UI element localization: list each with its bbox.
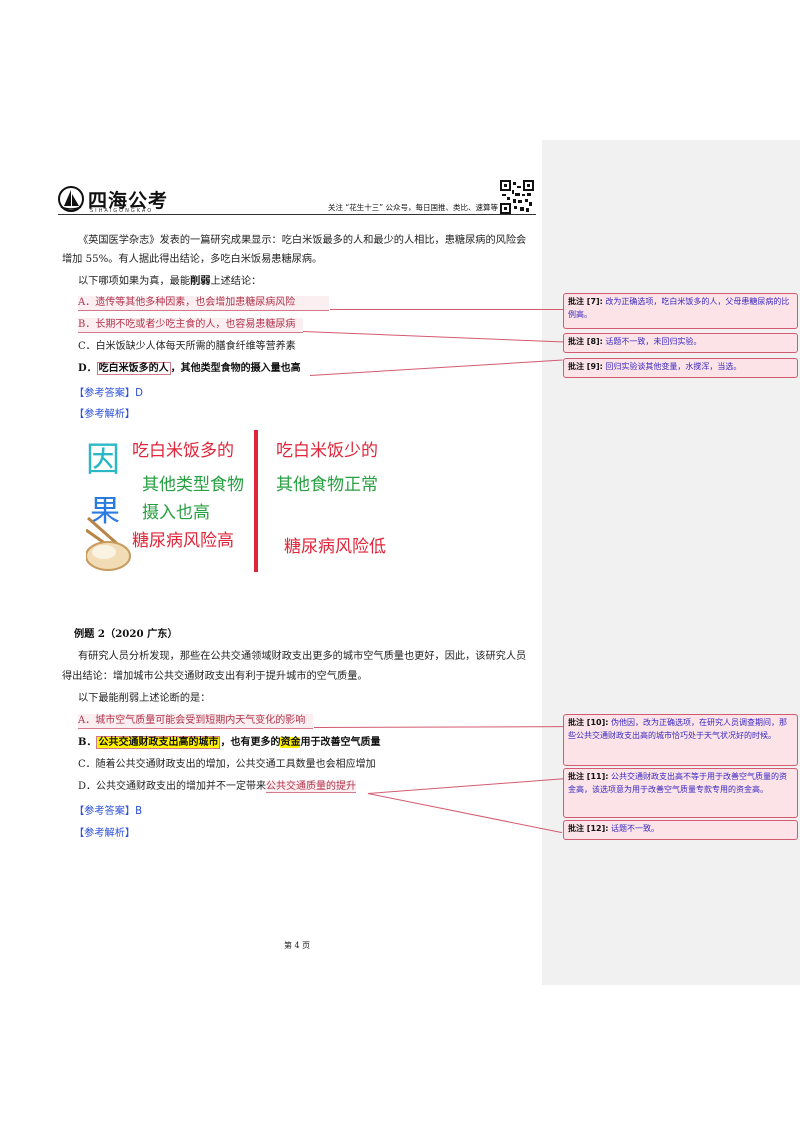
q2-stem-line1: 有研究人员分析发现，那些在公共交通领域财政支出更多的城市空气质量也更好，因此，该… <box>78 651 527 662</box>
q2-option-b[interactable]: B．公共交通财政支出高的城市，也有更多的资金用于改善空气质量 <box>78 736 380 750</box>
q1-option-d[interactable]: D．吃白米饭多的人，其他类型食物的摄入量也高 <box>78 362 301 376</box>
q2-option-b-highlight1: 公共交通财政支出高的城市 <box>96 736 221 749</box>
q1-stem-line1: 《英国医学杂志》发表的一篇研究成果显示：吃白米饭最多的人和最少的人相比，患糖尿病… <box>78 235 527 246</box>
logo-subtitle: SIHAIGONGKAO <box>90 208 154 214</box>
q2-option-b-label: B． <box>78 737 97 748</box>
comment-7[interactable]: 批注 [7]: 改为正确选项，吃白米饭多的人，父母患糖尿病的比例高。 <box>563 293 798 329</box>
q1-option-b[interactable]: B．长期不吃或者少吃主食的人，也容易患糖尿病 <box>78 318 303 333</box>
q2-option-d[interactable]: D．公共交通财政支出的增加并不一定带来公共交通质量的提升 <box>78 780 357 794</box>
q2-analysis-heading: 【参考解析】 <box>74 828 136 839</box>
q2-option-b-rest: 用于改善空气质量 <box>300 737 381 748</box>
logo: 四海公考 SIHAIGONGKAO <box>58 186 188 214</box>
comment-12[interactable]: 批注 [12]: 话题不一致。 <box>563 820 798 840</box>
qr-code-icon <box>500 180 534 214</box>
header-slogan: 关注 “花生十三” 公众号，每日国推、类比、速算等 <box>328 203 499 212</box>
comment-12-text: 话题不一致。 <box>610 824 659 833</box>
comment-9[interactable]: 批注 [9]: 回归实验谈其他变量，水搅浑，当选。 <box>563 358 798 378</box>
q1-option-d-rest: ，其他类型食物的摄入量也高 <box>170 363 301 374</box>
figure-right-line3: 糖尿病风险低 <box>284 537 386 557</box>
comment-9-label: 批注 [9]: <box>568 362 603 371</box>
analysis-figure: 因 果 吃白米饭多的 其他类型食物 摄入也高 糖尿病风险高 吃白米饭少的 其他食… <box>86 428 416 576</box>
q1-option-c[interactable]: C．白米饭缺少人体每天所需的膳食纤维等营养素 <box>78 341 296 352</box>
q2-option-d-pre: D．公共交通财政支出的增加并不一定带来 <box>78 781 267 792</box>
figure-right-line1: 吃白米饭少的 <box>276 441 378 461</box>
comment-7-label: 批注 [7]: <box>568 297 603 306</box>
figure-left-line3: 摄入也高 <box>142 503 210 523</box>
q1-answer: 【参考答案】D <box>74 388 143 399</box>
figure-divider <box>254 430 258 572</box>
q2-option-a[interactable]: A．城市空气质量可能会受到短期内天气变化的影响 <box>78 714 313 729</box>
figure-left-line4: 糖尿病风险高 <box>132 531 234 551</box>
q2-title: 例题 2（2020 广东） <box>74 628 178 640</box>
comment-11[interactable]: 批注 [11]: 公共交通财政支出高不等于用于改善空气质量的资金高，该选项意为用… <box>563 768 798 818</box>
q2-option-c[interactable]: C．随着公共交通财政支出的增加，公共交通工具数量也会相应增加 <box>78 759 376 770</box>
comment-11-text: 公共交通财政支出高不等于用于改善空气质量的资金高，该选项意为用于改善空气质量专款… <box>568 772 787 794</box>
figure-right-line2: 其他食物正常 <box>276 475 378 495</box>
comment-8-label: 批注 [8]: <box>568 337 603 346</box>
logo-title: 四海公考 <box>88 190 169 212</box>
header-rule <box>58 214 536 215</box>
q2-option-b-highlight2: 资金 <box>280 737 301 748</box>
comment-7-connector <box>330 309 563 310</box>
comment-8[interactable]: 批注 [8]: 话题不一致，未回归实验。 <box>563 333 798 353</box>
rice-bowl-icon <box>86 516 131 571</box>
q2-option-d-marked: 公共交通质量的提升 <box>266 781 357 793</box>
q2-answer: 【参考答案】B <box>74 806 143 817</box>
q2-option-b-mid: ，也有更多的 <box>220 737 281 748</box>
q1-option-d-marked: 吃白米饭多的人 <box>96 362 171 375</box>
q1-question-pre: 以下哪项如果为真，最能 <box>78 276 191 287</box>
q1-question-keyword: 削弱 <box>190 275 211 287</box>
q1-stem-line2: 增加 55%。有人据此得出结论，多吃白米饭易患糖尿病。 <box>62 254 323 265</box>
q1-question: 以下哪项如果为真，最能削弱上述结论： <box>78 274 261 289</box>
comment-9-text: 回归实验谈其他变量，水搅浑，当选。 <box>605 362 742 371</box>
comment-12-label: 批注 [12]: <box>568 824 609 833</box>
q1-option-d-label: D． <box>78 363 97 374</box>
q1-option-a[interactable]: A．遗传等其他多种因素，也会增加患糖尿病风险 <box>78 296 329 311</box>
sailboat-logo-icon <box>58 186 84 212</box>
page-number: 第 4 页 <box>284 941 311 950</box>
q2-stem-line2: 得出结论：增加城市公共交通财政支出有利于提升城市的空气质量。 <box>62 671 368 682</box>
q1-analysis-heading: 【参考解析】 <box>74 409 136 420</box>
q2-question: 以下最能削弱上述论断的是： <box>78 693 211 704</box>
comment-8-text: 话题不一致，未回归实验。 <box>605 337 702 346</box>
comment-11-label: 批注 [11]: <box>568 772 609 781</box>
figure-left-line2: 其他类型食物 <box>142 475 244 495</box>
comment-10[interactable]: 批注 [10]: 伪他因，改为正确选项，在研究人员调查期间，那些公共交通财政支出… <box>563 714 798 766</box>
comment-pane <box>542 140 800 985</box>
figure-cause-char: 因 <box>86 440 120 480</box>
comment-7-text: 改为正确选项，吃白米饭多的人，父母患糖尿病的比例高。 <box>568 297 790 319</box>
comment-10-label: 批注 [10]: <box>568 718 609 727</box>
comment-10-text: 伪他因，改为正确选项，在研究人员调查期间，那些公共交通财政支出高的城市恰巧处于天… <box>568 718 787 740</box>
q1-question-post: 上述结论： <box>210 276 262 287</box>
figure-left-line1: 吃白米饭多的 <box>132 441 234 461</box>
